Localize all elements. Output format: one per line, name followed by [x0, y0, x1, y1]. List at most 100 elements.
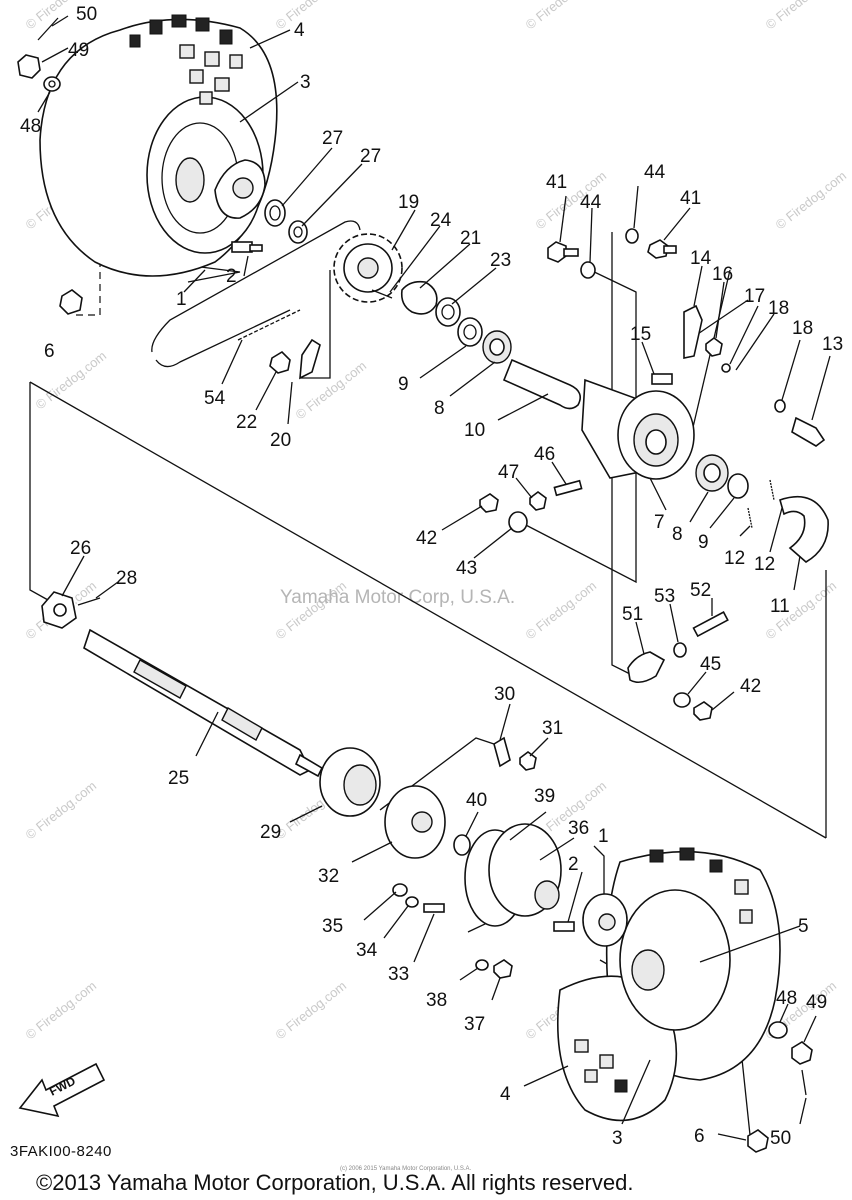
callout-35: 35 [322, 916, 343, 937]
leader-line [715, 281, 725, 339]
drum-29-face [343, 764, 377, 806]
stud-28 [77, 597, 101, 606]
nut-47 [529, 491, 547, 511]
hub-center [232, 177, 254, 199]
callout-32: 32 [318, 866, 339, 887]
oil-seal-9-inner [463, 324, 477, 340]
axle-end [294, 753, 324, 778]
brake-plate-center [645, 429, 667, 455]
tread-block [709, 859, 723, 873]
leader-line [551, 461, 567, 485]
brake-arm-14 [683, 304, 703, 359]
spring-12-b [769, 479, 775, 501]
tread-block [734, 879, 749, 895]
lower-wheel-assembly [553, 847, 813, 1153]
leader-line [61, 555, 85, 597]
callout-39: 39 [534, 786, 555, 807]
upper-hub [214, 159, 266, 253]
tread-block [214, 77, 230, 92]
leader-line [183, 269, 206, 293]
leader-line [641, 341, 655, 375]
callout-27: 27 [322, 128, 343, 149]
tread-block [599, 1054, 614, 1069]
leader-line [239, 81, 299, 123]
diagram-code: 3FAKI00-8240 [10, 1143, 112, 1160]
tread-block [219, 29, 233, 45]
pin-17 [721, 363, 731, 373]
leader-line [793, 555, 801, 591]
o-ring-18 [774, 399, 786, 413]
leader-line [729, 305, 759, 365]
lower-hub-bolt [553, 921, 575, 932]
leader-line [51, 15, 69, 27]
callout-4: 4 [500, 1084, 511, 1105]
callout-49: 49 [806, 992, 827, 1013]
callout-23: 23 [490, 250, 511, 271]
callout-54: 54 [204, 388, 226, 409]
callout-50: 50 [76, 4, 97, 25]
callout-10: 10 [464, 420, 485, 441]
callout-7: 7 [654, 512, 665, 533]
sprocket-hub [400, 280, 438, 315]
tread-block [195, 17, 210, 32]
hub-bolt-shank [249, 244, 263, 252]
callout-9: 9 [698, 532, 709, 553]
bolt-15 [651, 373, 673, 385]
tread-block [149, 19, 163, 35]
leader-line [449, 361, 496, 397]
bracket-30 [493, 736, 511, 768]
axle-long-guide-line [29, 381, 827, 839]
hub-bolt [231, 241, 253, 253]
drum-cover [464, 823, 562, 979]
leader-line [781, 339, 801, 401]
sprocket-nut [269, 350, 291, 374]
bolt-33 [423, 903, 445, 913]
leader-line [391, 209, 416, 251]
bolt-52 [692, 611, 729, 638]
washer-35 [392, 883, 408, 897]
brake-drum-parts [319, 736, 537, 913]
callout-20: 20 [270, 430, 291, 451]
callout-19: 19 [398, 192, 419, 213]
callout-42: 42 [740, 676, 761, 697]
leader-line [221, 339, 243, 385]
watermark-text: © Firedog.com [273, 0, 350, 32]
leader-line [301, 163, 363, 227]
leader-line [699, 925, 801, 963]
bolt-46 [553, 479, 583, 497]
callout-46: 46 [534, 444, 555, 465]
callout-22: 22 [236, 412, 257, 433]
callout-45: 45 [700, 654, 721, 675]
washer-44-left [580, 261, 596, 279]
tread-block [614, 1079, 628, 1093]
tread-block [739, 909, 753, 924]
o-ring-40 [453, 834, 471, 856]
axle-collar [221, 707, 263, 741]
spring-12-a [747, 507, 753, 529]
leader-line [491, 977, 501, 1001]
callout-layer: 50 49 48 4 3 27 27 2 1 6 19 24 21 23 54 … [20, 4, 843, 1149]
callout-40: 40 [466, 790, 487, 811]
washer [43, 76, 61, 92]
tread-block [679, 847, 695, 861]
leader-line [195, 711, 219, 757]
callout-6: 6 [694, 1126, 705, 1147]
chain-joint [237, 309, 301, 341]
callout-33: 33 [388, 964, 409, 985]
bearing-8-inner [489, 338, 505, 356]
callout-24: 24 [430, 210, 452, 231]
callout-28: 28 [116, 568, 137, 589]
callout-8: 8 [672, 524, 683, 545]
tread-block [129, 34, 141, 48]
leader-line [441, 505, 483, 531]
callout-9: 9 [398, 374, 409, 395]
leader-line [539, 837, 575, 861]
callout-4: 4 [294, 20, 305, 41]
upper-seals [264, 199, 308, 244]
callout-3: 3 [612, 1128, 623, 1149]
leader-line [693, 265, 703, 307]
leader-line [689, 491, 709, 523]
upper-rim-hub [175, 157, 205, 203]
oil-seal-inner [293, 226, 303, 238]
